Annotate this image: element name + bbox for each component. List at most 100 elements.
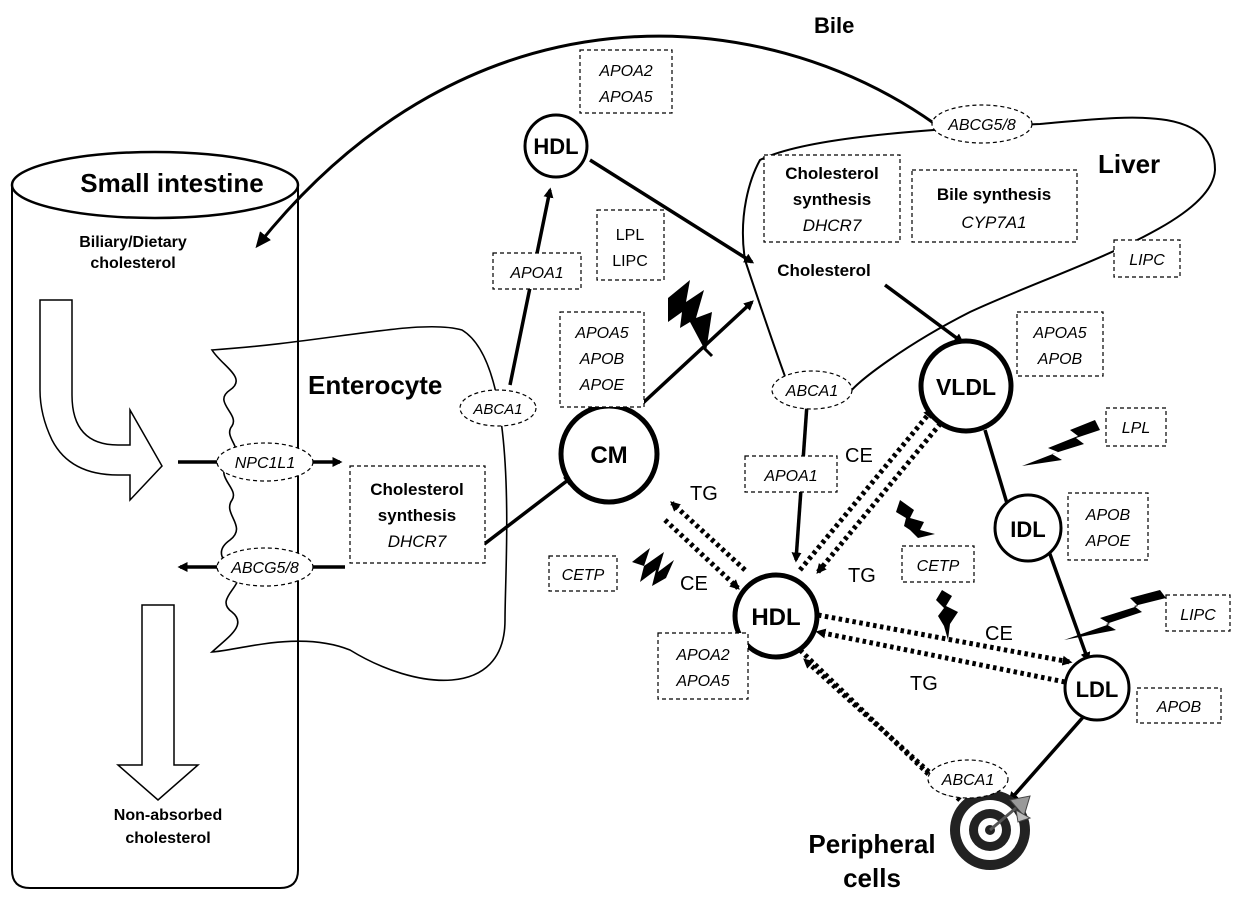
peripheral-label-1: Peripheral [808,829,935,859]
exchange-arrows [663,408,1073,802]
transporter-abca1-liver: ABCA1 [771,370,853,410]
transporter-abca1-enterocyte: ABCA1 [459,389,537,427]
box-hdl-apos: APOA2 APOA5 [657,632,749,700]
box-cm-apos: APOA5 APOB APOE [559,311,645,408]
non-absorbed-label-1: Non-absorbed [114,807,222,824]
bile-label: Bile [814,13,854,38]
lightning-icon-lpl-cm [668,280,712,352]
enterocyte-synth-line-1: Cholesterol [370,480,464,499]
enterocyte-synth-line-2: synthesis [378,506,456,525]
liver-synth-line-2: synthesis [793,190,871,209]
box-vldl-apos: APOA5 APOB [1016,311,1104,377]
apoa1-left-label: APOA1 [509,265,563,282]
transporter-abcg58-liver: ABCG5/8 [931,104,1033,144]
transporter-npc1l1: NPC1L1 [216,442,314,482]
peripheral-cells: Peripheral cells [808,790,1032,893]
particle-idl: IDL [993,493,1063,563]
box-apoa1-center: APOA1 [744,455,838,493]
bile-path: Bile [255,13,936,249]
particle-hdl-top: HDL [523,113,589,179]
box-lipc-liver: LIPC [1113,239,1181,278]
abcg58-intestine-label: ABCG5/8 [230,560,299,577]
idl-apoe-label: APOE [1085,533,1131,550]
non-absorbed-label-2: cholesterol [125,830,210,847]
hdl-center-label: HDL [751,604,800,631]
abcg58-liver-label: ABCG5/8 [947,117,1016,134]
box-apoa2-apoa5-top: APOA2 APOA5 [579,49,673,114]
dart-icon [989,795,1032,832]
box-lpl-lipc: LPL LIPC [596,209,665,281]
cm-label: CM [590,442,627,469]
lipc-right-label: LIPC [1180,607,1216,624]
idl-label: IDL [1010,517,1045,542]
liver-label: Liver [1098,149,1160,179]
apob-ldl-label: APOB [1156,699,1202,716]
vldl-apob-label: APOB [1037,351,1083,368]
lightning-icon-cetp-center [896,500,935,538]
ce-label-ldl: CE [985,623,1013,645]
tg-label-ldl: TG [910,673,938,695]
lightning-icon-lpl [1022,420,1100,466]
ce-label-cm: CE [680,573,708,595]
abca1-liver-label: ABCA1 [785,383,838,400]
transporter-abcg58-intestine: ABCG5/8 [216,547,314,587]
particle-vldl: VLDL [918,338,1014,434]
particle-ldl: LDL [1063,654,1131,722]
absorption-arrow [39,299,163,502]
vldl-label: VLDL [936,374,996,400]
biliary-label-1: Biliary/Dietary [79,234,187,251]
abca1-enterocyte-label: ABCA1 [472,401,522,418]
biliary-label-2: cholesterol [90,255,175,272]
idl-apob-label: APOB [1085,507,1131,524]
box-cetp-right: CETP [901,545,975,583]
lightning-icon-lipc [1064,590,1166,640]
vldl-apoa5-label: APOA5 [1032,325,1086,342]
enterocyte: Enterocyte [209,325,508,682]
particle-hdl-center: HDL [732,572,820,660]
tg-label-cm: TG [690,483,718,505]
box-idl-apos: APOB APOE [1067,492,1149,561]
bile-synth-line-1: Bile synthesis [937,185,1051,204]
tg-label-vldl: TG [848,565,876,587]
hdl-apoa2-label: APOA2 [675,647,729,664]
box-apob-ldl: APOB [1136,687,1222,724]
cm-apoe-label: APOE [579,377,625,394]
lpl-label-top: LPL [616,227,645,244]
transporter-abca1-peripheral: ABCA1 [927,759,1009,799]
lpl-right-label: LPL [1122,420,1150,437]
box-apoa1-left: APOA1 [492,252,582,290]
cetp-right-label: CETP [917,558,960,575]
liver-synth-line-1: Cholesterol [785,164,879,183]
enterocyte-label: Enterocyte [308,370,442,400]
box-lpl: LPL [1105,407,1167,447]
box-bile-synthesis: Bile synthesis CYP7A1 [911,169,1078,243]
hdl-top-label: HDL [533,134,578,159]
npc1l1-label: NPC1L1 [235,455,295,472]
small-intestine-label: Small intestine [80,168,264,198]
bile-synth-line-2: CYP7A1 [961,213,1026,232]
ldl-label: LDL [1076,677,1119,702]
apoa5-top-label: APOA5 [598,89,652,106]
cetp-left-label: CETP [562,567,605,584]
enzyme-bolts [632,280,1166,640]
hdl-apoa5-label: APOA5 [675,673,729,690]
small-intestine: Small intestine Biliary/Dietary choleste… [10,150,300,889]
particle-cm: CM [558,403,660,505]
enterocyte-synth-line-3: DHCR7 [388,532,447,551]
cm-apoa5-label: APOA5 [574,325,628,342]
liver-cholesterol-label: Cholesterol [777,261,871,280]
lipc-label-top: LIPC [612,253,648,270]
excretion-arrow [116,604,200,801]
cm-apob-label: APOB [579,351,625,368]
liver-synth-line-3: DHCR7 [803,216,862,235]
lightning-icon-cetp-left [632,548,674,586]
peripheral-label-2: cells [843,863,901,893]
apoa1-center-label: APOA1 [763,468,817,485]
box-liver-synthesis: Cholesterol synthesis DHCR7 [763,154,901,243]
box-enterocyte-synthesis: Cholesterol synthesis DHCR7 [349,465,486,564]
box-cetp-left: CETP [548,555,618,592]
abca1-peripheral-label: ABCA1 [941,772,994,789]
box-lipc-right: LIPC [1165,594,1231,632]
